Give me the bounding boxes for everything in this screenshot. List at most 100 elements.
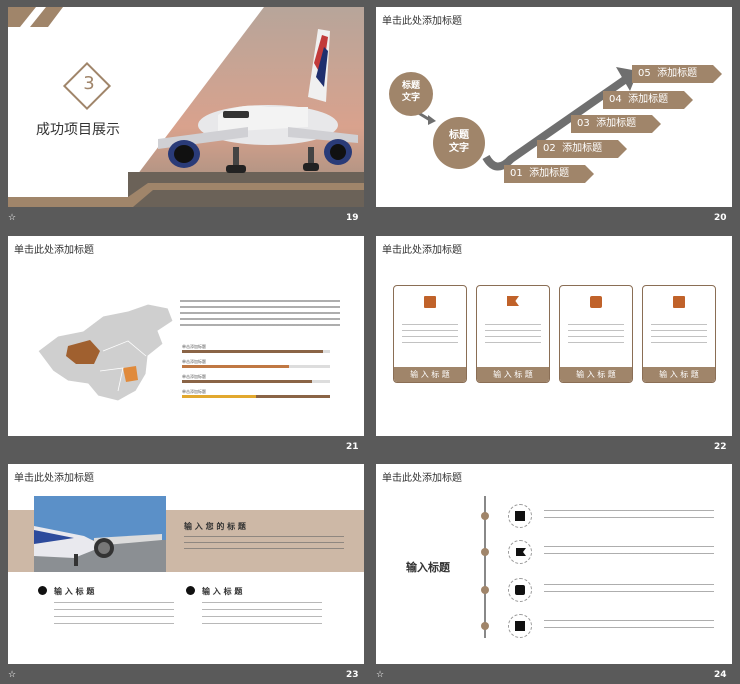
section-heading: 输 入 您 的 标 题 [184,522,246,531]
step-number: 05 [638,68,651,79]
item-text [544,618,714,634]
slide-number-23: 23 [346,670,359,680]
step-number: 03 [577,118,590,129]
star-icon[interactable]: ☆ [8,213,17,223]
subheading-2: 输 入 标 题 [202,587,243,596]
step-04[interactable]: 04 添加标题 [603,91,693,109]
circle-big: 标题 文字 [433,117,485,169]
subheading-1: 输 入 标 题 [54,587,95,596]
bar-label: 单击添加标题 [182,344,206,349]
card-footer: 输 入 标 题 [643,367,715,382]
card[interactable]: 输 入 标 题 [642,285,716,383]
sub-text-2 [202,600,322,628]
item-text [544,508,714,524]
slide-number-22: 22 [714,442,727,452]
slide-20[interactable]: 单击此处添加标题 标题 文字 标题 文字 01 添加标题 02 添加标题 03 … [376,7,732,207]
step-label: 添加标题 [628,94,669,105]
circle-small: 标题 文字 [389,72,433,116]
bar-item: 单击添加标题 [182,344,330,353]
bar-list: 单击添加标题 单击添加标题 单击添加标题 单击添加标题 [182,344,330,398]
slide-title: 单击此处添加标题 [382,16,462,27]
step-label: 添加标题 [596,118,637,129]
slide-23[interactable]: 单击此处添加标题 输 入 您 的 标 题 输 入 标 题 输 入 标 题 [8,464,364,664]
card-text [651,322,707,346]
step-number: 04 [609,94,622,105]
section-text [184,534,344,554]
star-icon[interactable]: ☆ [376,670,385,680]
flag-icon [507,296,519,306]
bar-track [182,365,330,368]
bullet [186,586,195,595]
bar-item: 单击添加标题 [182,389,330,398]
bar-track [182,395,330,398]
slide-title: 单击此处添加标题 [14,245,94,256]
bar-item: 单击添加标题 [182,359,330,368]
slide-21[interactable]: 单击此处添加标题 单击添加标题 单击添加标题 单击添加标题 单击添加标题 [8,236,364,436]
item-text [544,582,714,598]
timeline-dot [481,586,489,594]
step-label: 添加标题 [657,68,698,79]
bar-track [182,380,330,383]
gift-icon [508,504,532,528]
slide-number-21: 21 [346,442,359,452]
card-text [568,322,624,346]
sub-text-1 [54,600,174,628]
china-map [37,303,174,402]
slide-title: 单击此处添加标题 [382,473,462,484]
section-badge-number: 3 [83,73,95,94]
item-text [544,544,714,560]
card-footer: 输 入 标 题 [560,367,632,382]
film-icon [508,614,532,638]
timeline-dot [481,622,489,630]
bullet [38,586,47,595]
slide-number-24: 24 [714,670,727,680]
timeline-heading: 输入标题 [406,561,450,574]
slide-title: 单击此处添加标题 [14,473,94,484]
step-01[interactable]: 01 添加标题 [504,165,594,183]
star-icon[interactable]: ☆ [8,670,17,680]
bar-track [182,350,330,353]
card-text [402,322,458,346]
flag-icon [508,540,532,564]
slide-number-19: 19 [346,213,359,223]
bar-fill [182,395,256,398]
step-02[interactable]: 02 添加标题 [537,140,627,158]
card[interactable]: 输 入 标 题 [476,285,550,383]
timeline-item[interactable] [508,540,728,566]
step-label: 添加标题 [562,143,603,154]
timeline-dot [481,512,489,520]
slide-number-20: 20 [714,213,727,223]
bar-fill [182,365,289,368]
bar-item: 单击添加标题 [182,374,330,383]
bar-label: 单击添加标题 [182,374,206,379]
card-text [485,322,541,346]
timeline-line [484,496,486,638]
step-label: 添加标题 [529,168,570,179]
timeline-item[interactable] [508,504,728,530]
card[interactable]: 输 入 标 题 [393,285,467,383]
gift-icon [424,296,436,308]
step-05[interactable]: 05 添加标题 [632,65,722,83]
page-title: 成功项目展示 [36,122,120,138]
timeline-item[interactable] [508,578,728,604]
step-03[interactable]: 03 添加标题 [571,115,661,133]
bar-label: 单击添加标题 [182,359,206,364]
grid-icon [508,578,532,602]
slide-19[interactable]: 3 成功项目展示 [8,7,364,207]
card-footer: 输 入 标 题 [394,367,466,382]
description-text [180,299,340,329]
timeline-item[interactable] [508,614,728,640]
step-number: 01 [510,168,523,179]
slide-22[interactable]: 单击此处添加标题 输 入 标 题 输 入 标 题 输 入 标 题 输 入 标 题 [376,236,732,436]
airplane-photo [8,7,364,207]
airplane-photo [34,496,166,572]
film-icon [673,296,685,308]
bar-fill [182,350,323,353]
bar-fill [182,380,313,383]
bar-label: 单击添加标题 [182,389,206,394]
timeline-dot [481,548,489,556]
card[interactable]: 输 入 标 题 [559,285,633,383]
slide-title: 单击此处添加标题 [382,245,462,256]
slide-24[interactable]: 单击此处添加标题 输入标题 [376,464,732,664]
grid-icon [590,296,602,308]
